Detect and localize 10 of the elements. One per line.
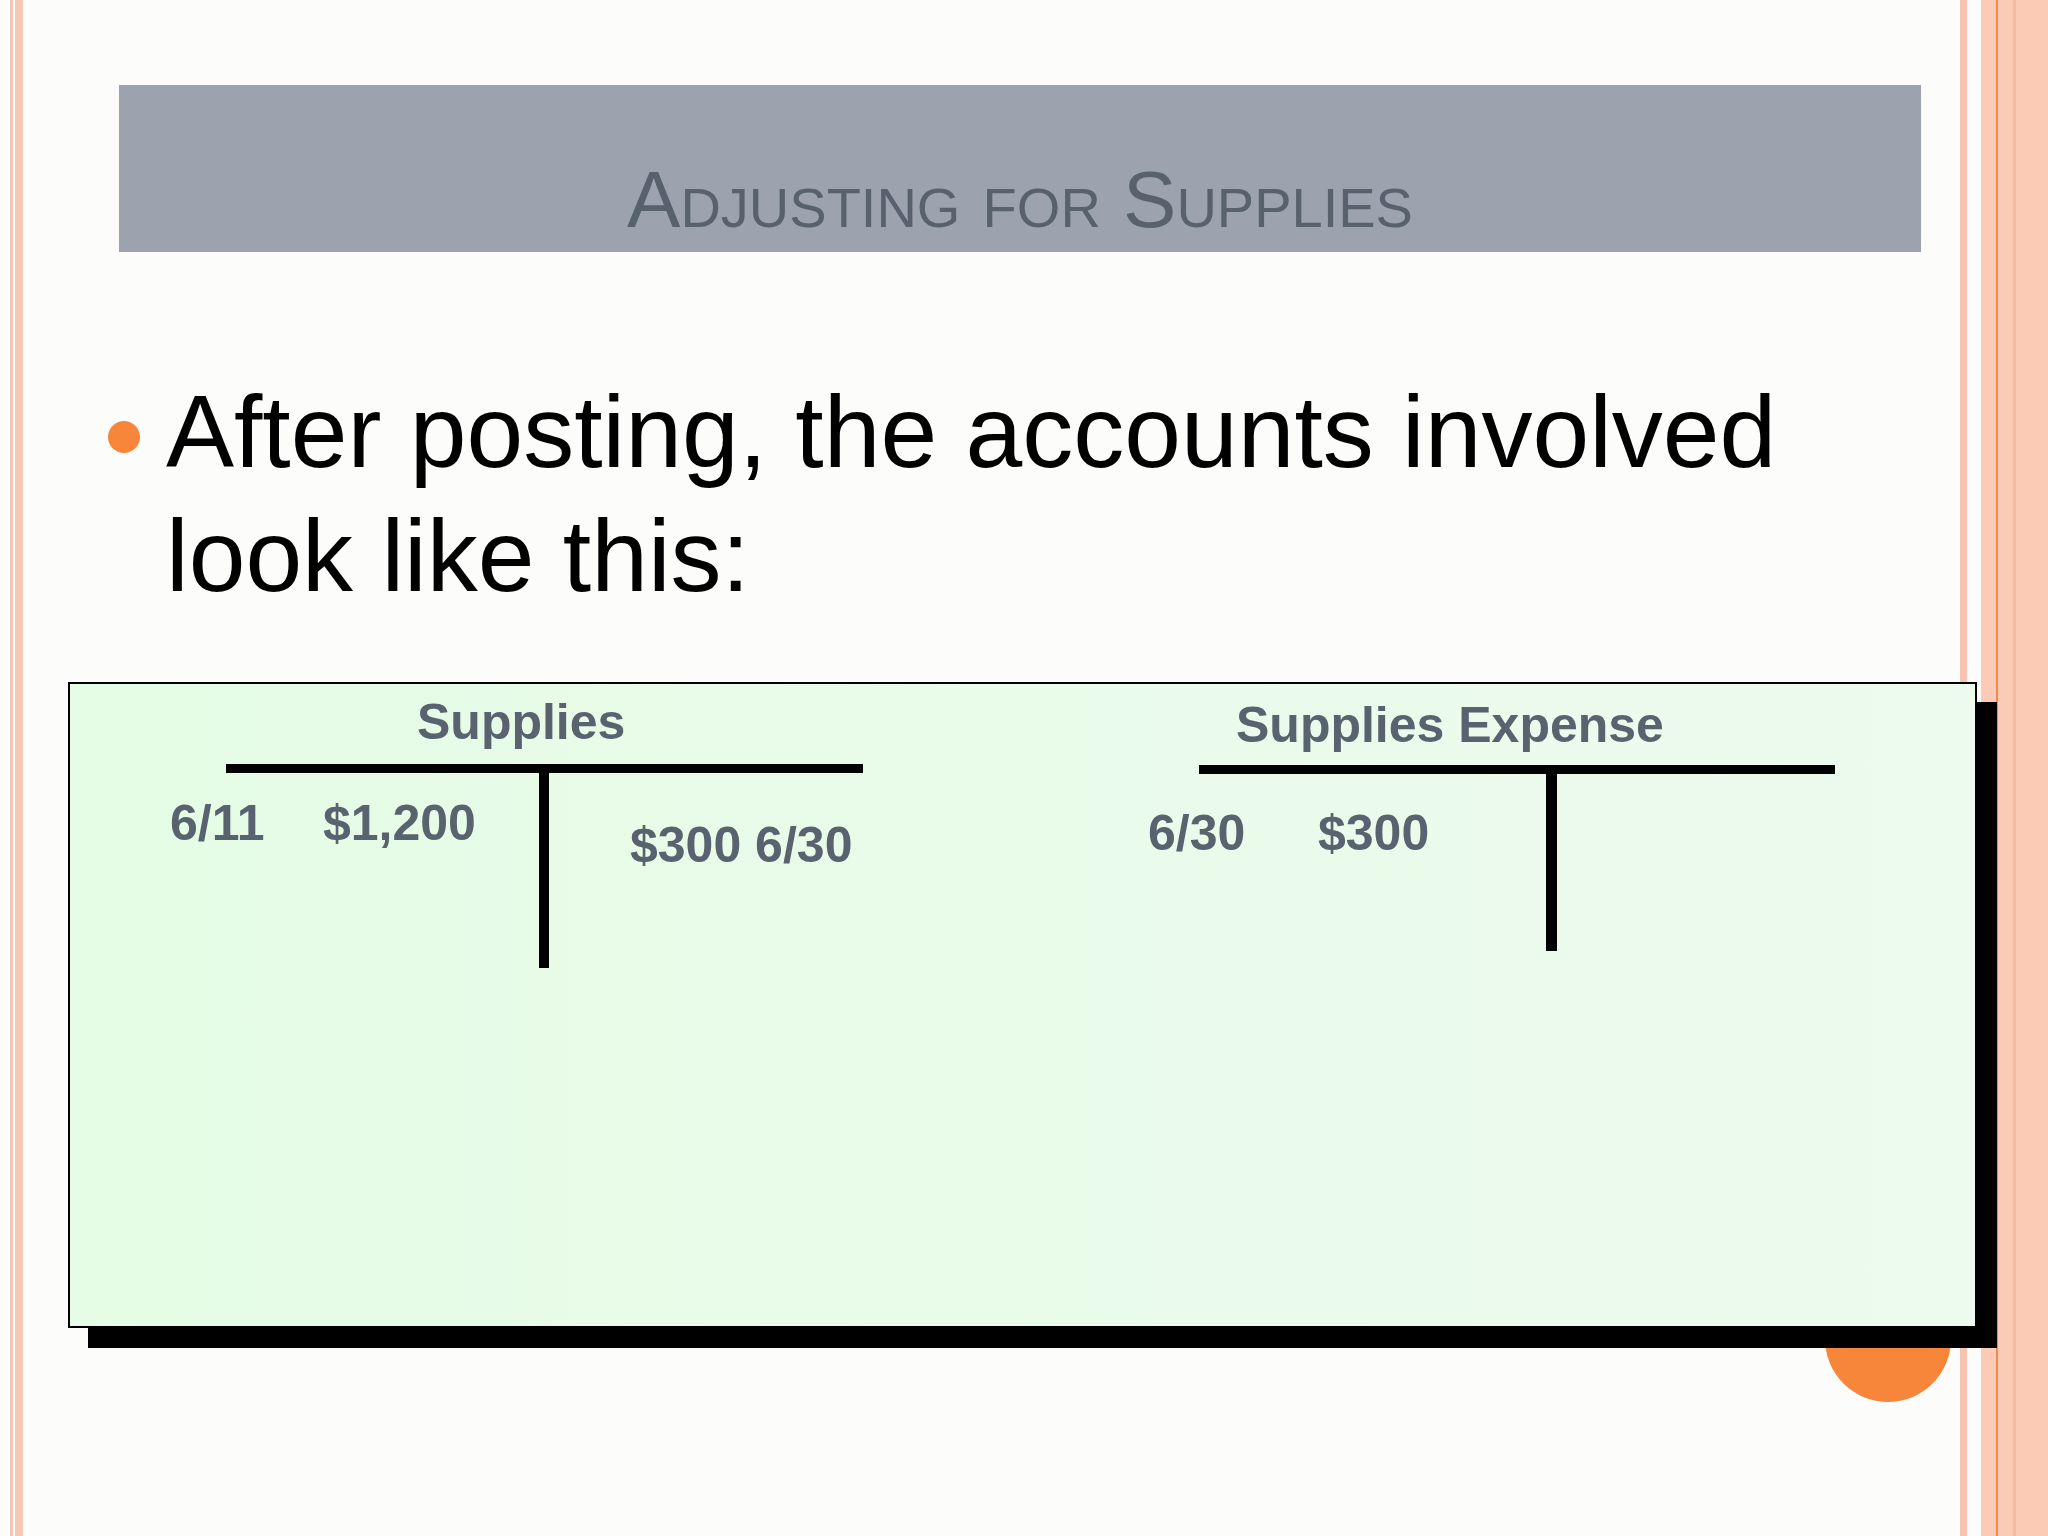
account-title: Supplies Expense: [1236, 696, 1664, 754]
ledger-entry: $1,200: [323, 794, 476, 852]
ledger-entry: $300: [1318, 804, 1430, 862]
ledger-entry: 6/30: [1148, 804, 1246, 862]
ledger-entry: $300 6/30: [630, 816, 853, 874]
slide-title: Adjusting for Supplies: [627, 160, 1413, 240]
bullet-text: After posting, the accounts involved look like this:: [166, 374, 1778, 615]
ledger-entry: 6/11: [170, 794, 265, 852]
account-title: Supplies: [417, 693, 626, 751]
account-panel: [68, 682, 1997, 1348]
